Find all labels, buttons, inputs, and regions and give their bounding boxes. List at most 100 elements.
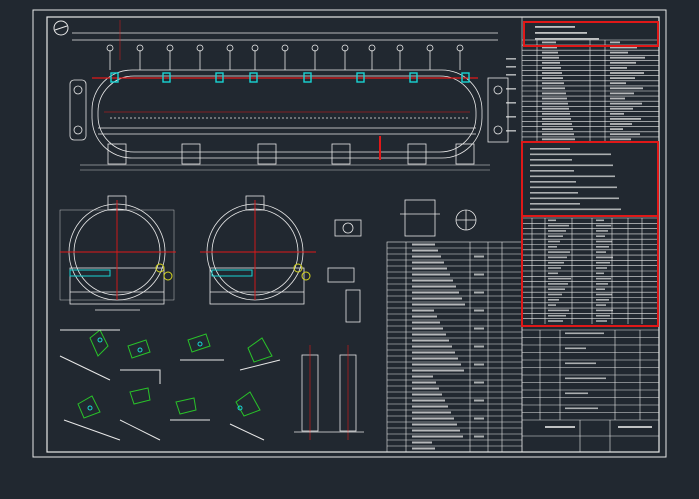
parts-row-text-mark — [412, 375, 433, 378]
detail-small-parts — [327, 199, 477, 323]
cross-section-red-axes — [60, 200, 316, 300]
parts-row-text-mark — [412, 243, 435, 246]
design-row-value-mark — [610, 138, 631, 141]
design-row-value-mark — [610, 77, 635, 79]
parts-row-qty-mark — [474, 381, 484, 384]
parts-row-text-mark — [412, 267, 447, 270]
cross-section-accents — [69, 263, 311, 281]
design-row-text-mark — [542, 133, 574, 136]
nozzle-row-size-mark — [596, 283, 608, 285]
leader-label-mark — [506, 130, 516, 132]
nozzle-row-size-mark — [596, 293, 612, 296]
title-block-text-mark — [565, 362, 596, 365]
design-row-value-mark — [610, 107, 633, 110]
leader-label-mark — [506, 66, 516, 68]
title-block-text-marks — [545, 332, 652, 428]
parts-row-text-mark — [412, 393, 442, 396]
title-block-text-mark — [565, 407, 598, 410]
nozzle-row-size-mark — [596, 256, 613, 259]
parts-row-text-mark — [412, 447, 435, 450]
design-row-text-mark — [542, 56, 559, 59]
nozzle-flange — [136, 44, 144, 52]
design-row-value-mark — [610, 133, 640, 136]
nozzle-flange — [166, 44, 174, 52]
nozzle-row-size-mark — [596, 261, 610, 264]
red-highlight-boxes — [521, 21, 659, 327]
nozzle-row-size-mark — [596, 299, 609, 301]
vessel-red-lines — [92, 20, 478, 160]
parts-row-text-mark — [412, 279, 453, 282]
parts-row-qty-mark — [474, 435, 484, 438]
nozzle-row-text-mark — [548, 293, 562, 296]
parts-row-text-mark — [412, 321, 440, 324]
nozzle-row-size-mark — [596, 267, 607, 269]
nozzle-flange — [456, 44, 464, 52]
nozzle-row-text-mark — [548, 256, 567, 259]
design-row-text-mark — [542, 61, 560, 64]
parts-row-text-mark — [412, 297, 462, 300]
design-row-text-mark — [542, 82, 564, 85]
leader-label-mark — [506, 88, 516, 90]
parts-list-text-marks — [412, 243, 484, 450]
design-row-value-mark — [610, 72, 644, 74]
section-bars — [294, 345, 364, 440]
title-block-text-mark — [565, 392, 588, 395]
parts-row-text-mark — [412, 261, 444, 264]
technical-note-text-mark — [530, 203, 580, 205]
drawing-title-mark — [545, 426, 575, 428]
nozzle-flange — [251, 44, 259, 52]
title-block-text-mark — [565, 377, 606, 380]
parts-row-text-mark — [412, 345, 452, 348]
nozzle-row-text-mark — [548, 230, 566, 232]
technical-note-text-mark — [530, 197, 619, 200]
parts-row-text-mark — [412, 273, 450, 276]
parts-row-text-mark — [412, 351, 455, 354]
parts-row-qty-mark — [474, 345, 484, 348]
design-row-value-mark — [610, 61, 636, 64]
technical-note-text-mark — [530, 159, 572, 161]
design-row-value-mark — [610, 102, 642, 105]
parts-row-qty-mark — [474, 309, 484, 312]
nozzle-row-size-mark — [596, 277, 611, 280]
parts-row-qty-mark — [474, 363, 484, 366]
design-row-value-mark — [610, 123, 632, 125]
vessel-cyan-markers — [110, 72, 470, 83]
weld-details — [59, 329, 281, 441]
header-note-text-mark — [535, 26, 575, 28]
nozzle-row-size-mark — [596, 309, 613, 312]
nozzle-row-text-mark — [548, 224, 569, 227]
design-row-text-mark — [542, 46, 557, 49]
nozzle-row-size-mark — [596, 219, 604, 222]
parts-row-text-mark — [412, 315, 437, 318]
design-row-text-mark — [542, 72, 562, 74]
design-row-text-mark — [542, 51, 558, 54]
parts-row-text-mark — [412, 399, 445, 402]
nozzle-row-size-mark — [596, 230, 608, 232]
nozzle-row-text-mark — [548, 261, 564, 264]
nozzle-table-text-marks — [548, 219, 613, 322]
nozzle-row-text-mark — [548, 288, 565, 290]
parts-row-text-mark — [412, 435, 463, 438]
vessel-elevation-view — [69, 32, 509, 171]
design-row-text-mark — [542, 123, 572, 125]
nozzle-row-size-mark — [596, 314, 610, 317]
design-row-value-mark — [610, 82, 626, 85]
nozzle-row-size-mark — [596, 235, 605, 237]
parts-row-text-mark — [412, 441, 432, 444]
leader-label-mark — [506, 74, 516, 76]
parts-row-text-mark — [412, 255, 441, 258]
parts-row-qty-mark — [474, 291, 484, 294]
design-row-value-mark — [610, 128, 623, 130]
design-row-text-mark — [542, 41, 556, 44]
design-row-value-mark — [610, 67, 627, 69]
design-data-text-marks — [530, 26, 645, 211]
technical-note-text-mark — [530, 181, 576, 183]
design-row-text-mark — [542, 92, 566, 95]
parts-row-text-mark — [412, 249, 438, 252]
nozzle-row-text-mark — [548, 272, 558, 275]
parts-row-text-mark — [412, 339, 449, 342]
design-row-value-mark — [610, 51, 628, 54]
design-row-text-mark — [542, 138, 575, 141]
